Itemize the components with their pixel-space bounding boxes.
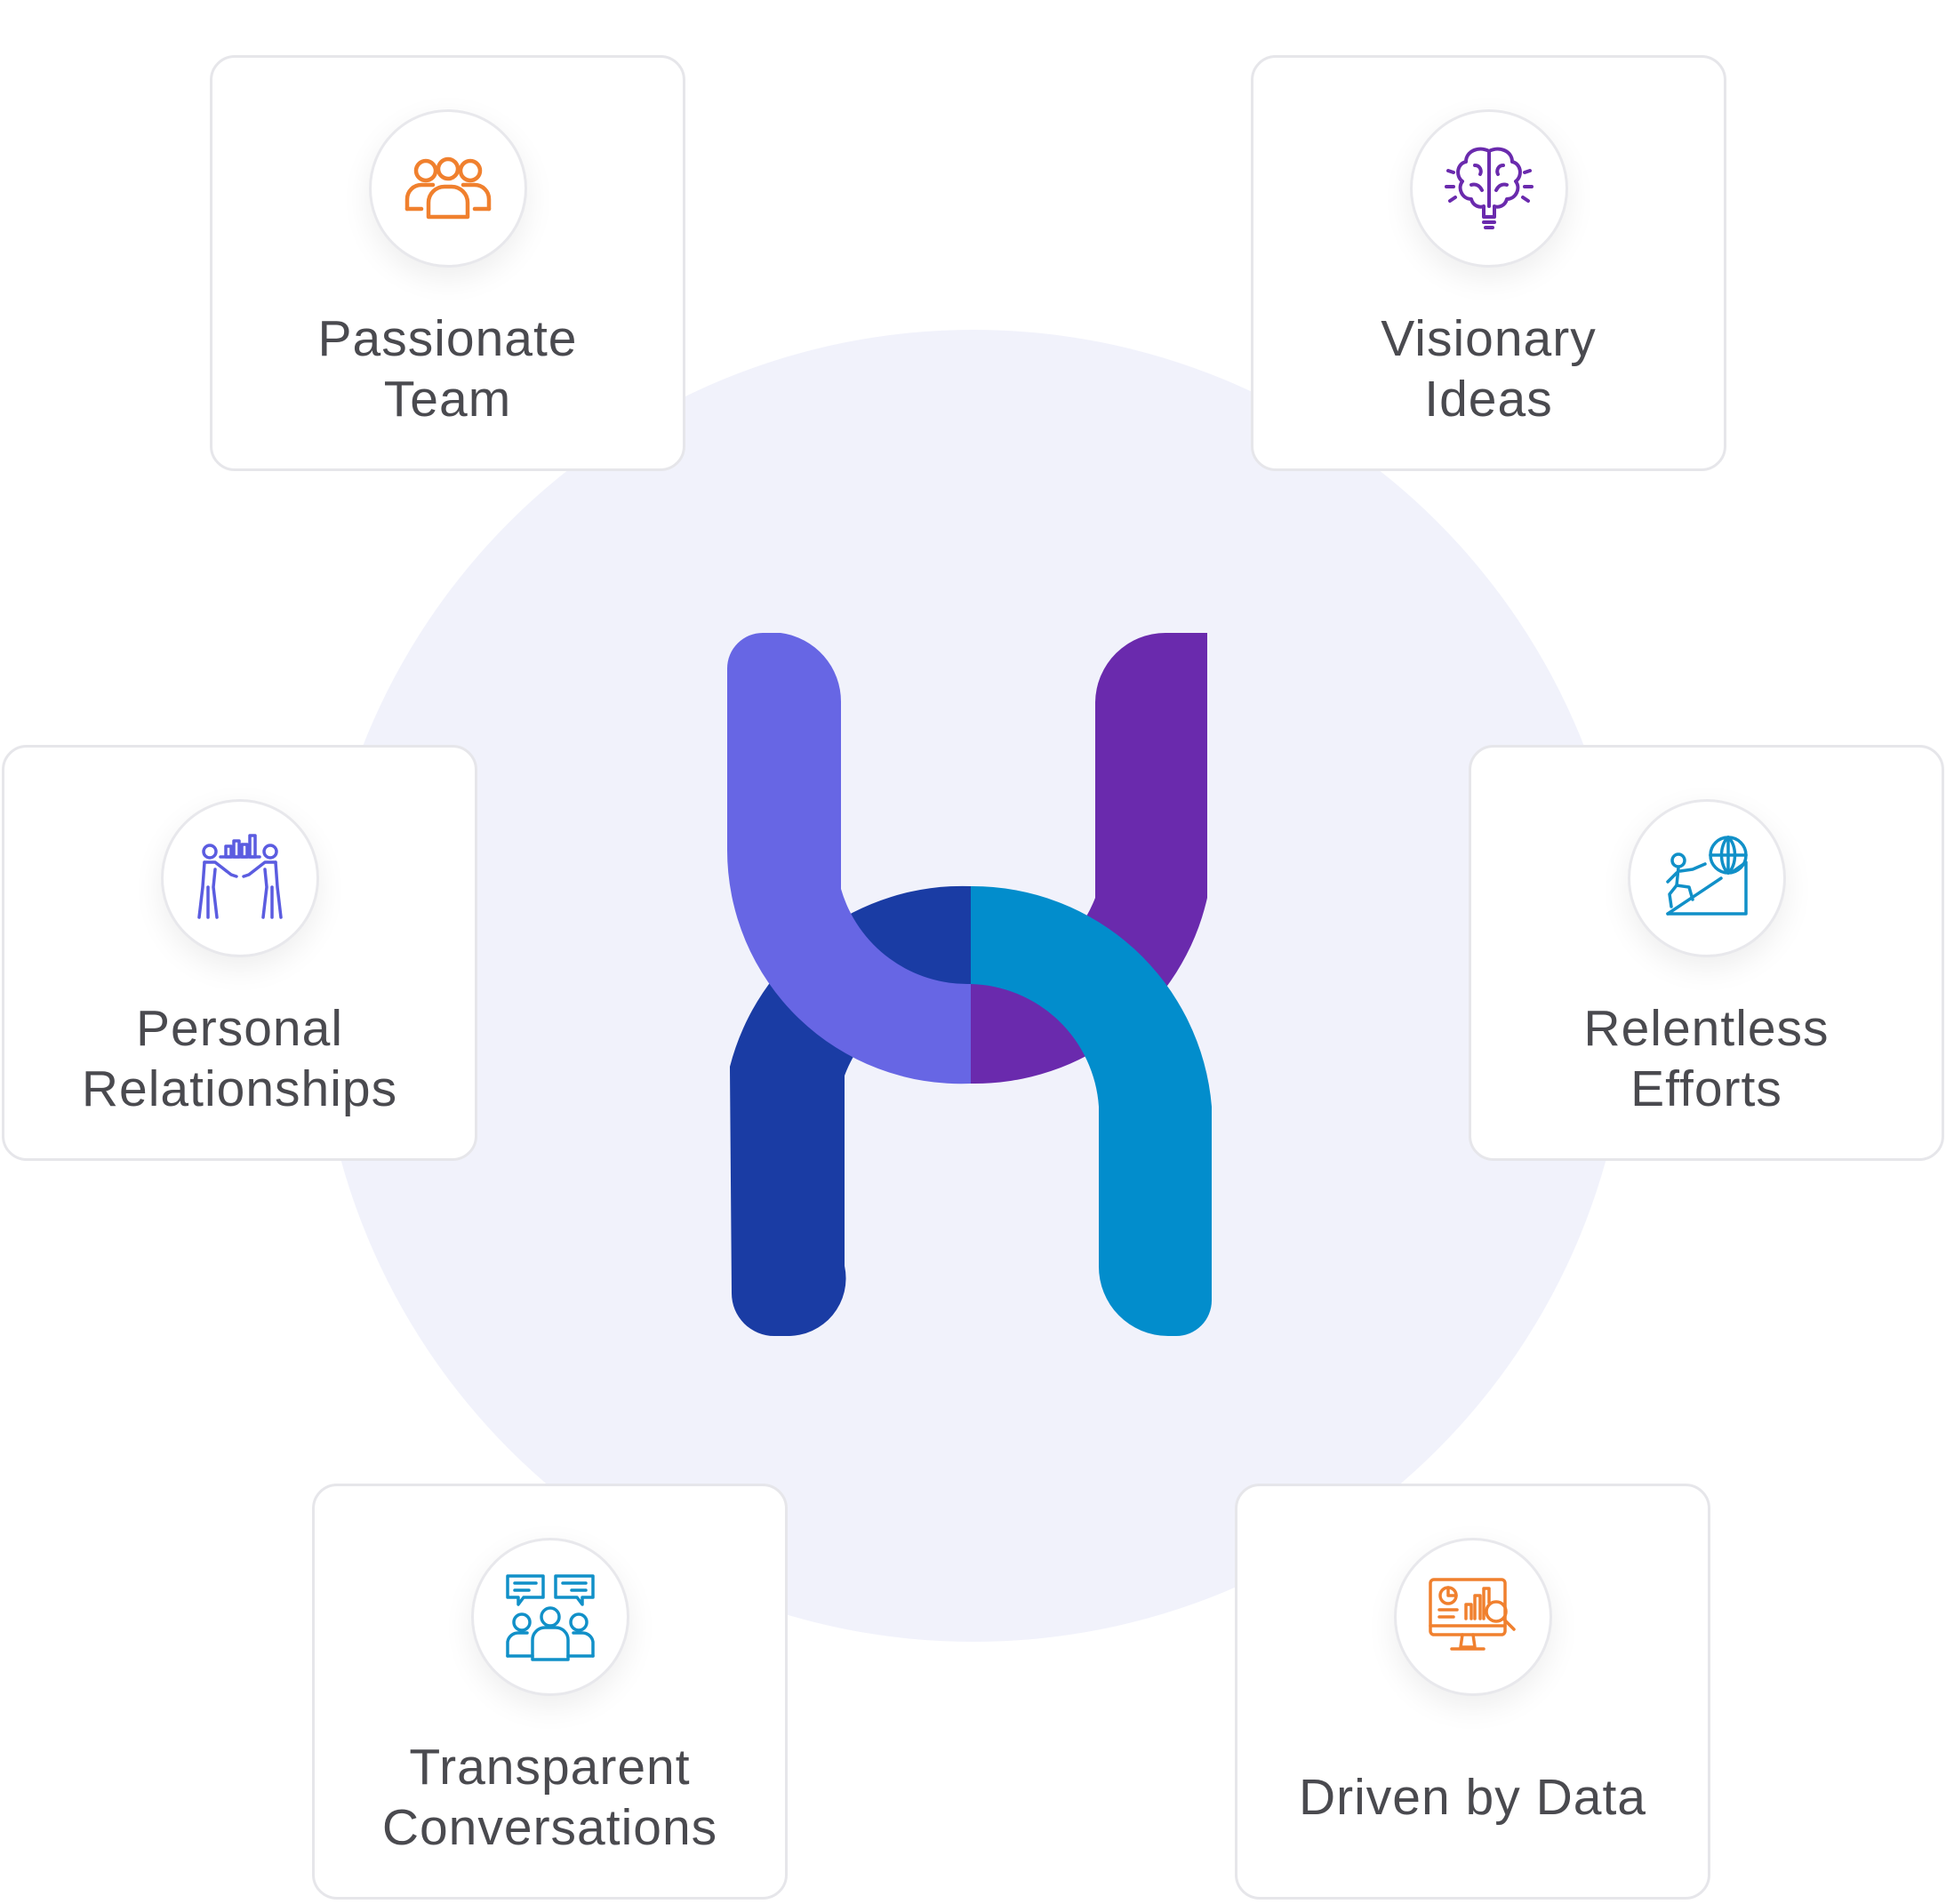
team-icon-circle [368, 109, 527, 268]
card-label: Transparent Conversations [315, 1737, 785, 1858]
label-line-1: Visionary [1381, 310, 1597, 367]
label-line-1: Transparent [409, 1739, 691, 1796]
handshake-icon-circle [160, 799, 319, 957]
climb-globe-icon-circle [1627, 799, 1786, 957]
data-monitor-icon [1428, 1578, 1516, 1651]
data-monitor-icon-circle [1393, 1538, 1552, 1696]
group-chat-icon-circle [470, 1538, 629, 1696]
label-line-2: Relationships [81, 1060, 398, 1117]
label-line-2: Ideas [1424, 371, 1553, 428]
group-chat-icon [505, 1574, 595, 1661]
card-label: Personal Relationships [4, 998, 475, 1119]
label-line-1: Personal [136, 1000, 343, 1057]
label-line-1: Passionate [317, 310, 578, 367]
card-visionary-ideas: Visionary Ideas [1251, 55, 1726, 471]
card-relentless-efforts: Relentless Efforts [1469, 745, 1944, 1161]
card-transparent-conversations: Transparent Conversations [312, 1484, 788, 1900]
card-label: Visionary Ideas [1253, 308, 1724, 429]
card-personal-relationships: Personal Relationships [2, 745, 477, 1161]
card-label: Relentless Efforts [1471, 998, 1942, 1119]
handshake-icon [196, 834, 283, 919]
label-line-2: Conversations [381, 1799, 718, 1856]
label-line-1: Relentless [1583, 1000, 1830, 1057]
label-line-1: Driven by Data [1299, 1769, 1646, 1826]
team-icon [404, 156, 491, 220]
card-label: Passionate Team [212, 308, 683, 429]
brain-bulb-icon [1444, 147, 1534, 229]
climb-globe-icon [1665, 836, 1748, 916]
card-driven-by-data: Driven by Data [1235, 1484, 1710, 1900]
card-label: Driven by Data [1237, 1767, 1708, 1828]
card-passionate-team: Passionate Team [210, 55, 685, 471]
brain-bulb-icon-circle [1409, 109, 1568, 268]
label-line-2: Efforts [1630, 1060, 1782, 1117]
label-line-2: Team [383, 371, 512, 428]
